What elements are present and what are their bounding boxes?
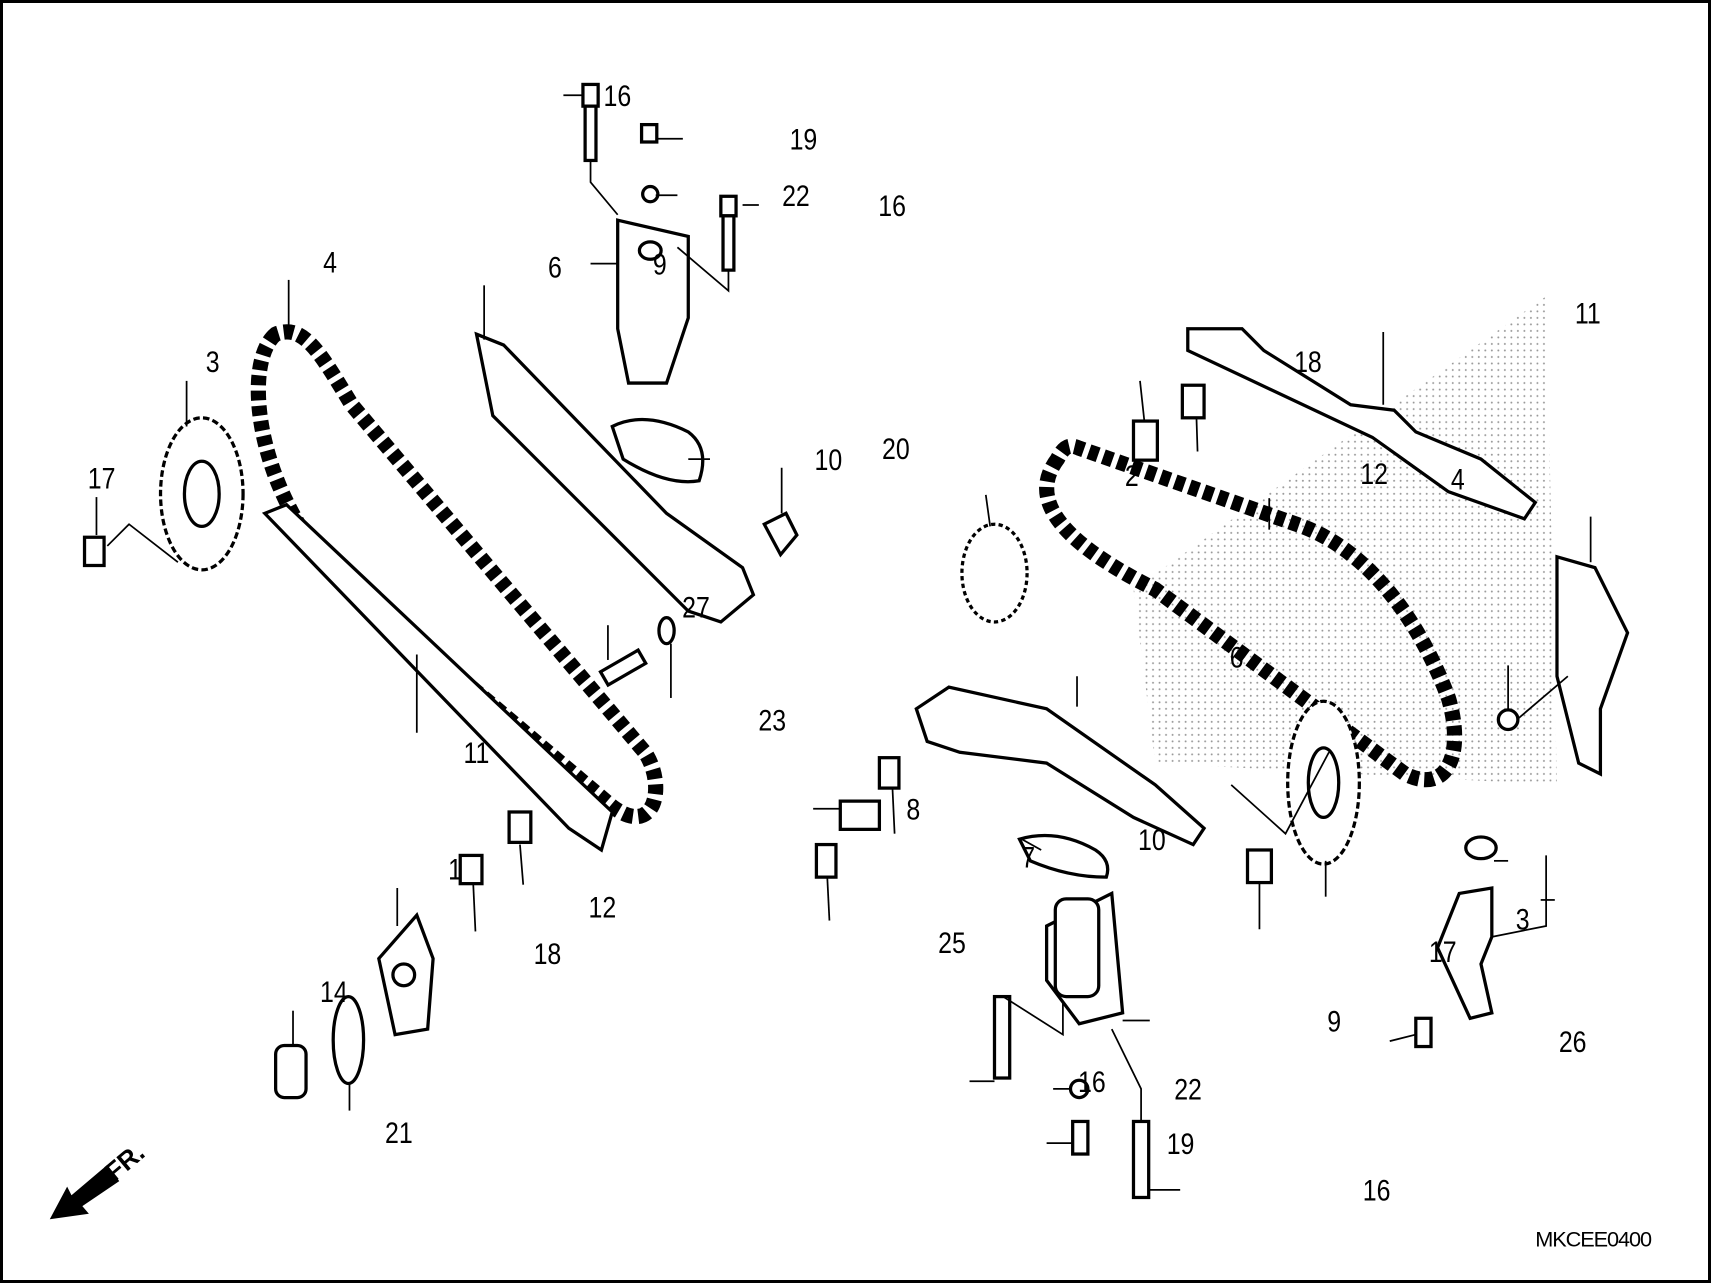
callout-label: 25 bbox=[938, 926, 966, 959]
callout-label: 10 bbox=[815, 443, 843, 476]
callout-label: 18 bbox=[1294, 345, 1322, 378]
callout-label: 7 bbox=[1021, 840, 1035, 873]
callout-label: 16 bbox=[1363, 1174, 1391, 1207]
callout-label: 3 bbox=[206, 345, 220, 378]
callout-label: 9 bbox=[653, 248, 667, 281]
callout-label: 2 bbox=[1125, 459, 1139, 492]
callout-label: 18 bbox=[534, 937, 562, 970]
callout-label: 4 bbox=[323, 245, 337, 278]
cam-sprocket-left bbox=[158, 416, 245, 572]
callout-label: 22 bbox=[1174, 1073, 1202, 1106]
callout-label: 9 bbox=[1327, 1004, 1341, 1037]
callout-label: 19 bbox=[790, 123, 818, 156]
callout-label: 3 bbox=[1516, 902, 1530, 935]
tensioner-arm-left bbox=[474, 331, 756, 624]
callout-label: 16 bbox=[604, 79, 632, 112]
callout-label: 11 bbox=[1575, 296, 1601, 329]
callout-label: 27 bbox=[682, 591, 710, 624]
callout-label: 10 bbox=[1138, 823, 1166, 856]
callout-label: 16 bbox=[878, 189, 906, 222]
bolts bbox=[82, 82, 1630, 1200]
callout-label: 6 bbox=[548, 251, 562, 284]
callout-label: 26 bbox=[1559, 1025, 1587, 1058]
callout-label: 19 bbox=[1167, 1127, 1195, 1160]
callout-label: 4 bbox=[1451, 463, 1465, 496]
callout-label: 22 bbox=[782, 179, 810, 212]
callout-label: 14 bbox=[320, 975, 348, 1008]
cam-chain-right bbox=[1039, 438, 1463, 788]
callout-label: 12 bbox=[1360, 457, 1388, 490]
leader-lines bbox=[95, 94, 1592, 1191]
shaded-area bbox=[1133, 296, 1557, 785]
callout-label: 6 bbox=[1230, 641, 1244, 674]
callout-label: 11 bbox=[463, 736, 489, 769]
callout-label: 8 bbox=[906, 793, 920, 826]
callout-label: 23 bbox=[758, 704, 786, 737]
callout-label: 21 bbox=[385, 1116, 413, 1149]
callout-label: 1 bbox=[448, 852, 462, 885]
cam-sprocket-right bbox=[1286, 699, 1361, 866]
gasket-top bbox=[610, 417, 705, 484]
chain-guide-right bbox=[1186, 327, 1538, 521]
callout-label: 17 bbox=[1429, 935, 1457, 968]
callout-label: 17 bbox=[88, 461, 116, 494]
callout-label: 20 bbox=[882, 432, 910, 465]
drawing-code: MKCEE0400 bbox=[1535, 1226, 1652, 1251]
cam-chain-diagram: 1619221694631710202723111218114211118122… bbox=[49, 79, 1653, 1251]
tensioner-arm-right bbox=[914, 685, 1207, 847]
callout-label: 16 bbox=[1078, 1065, 1106, 1098]
chain-guide-left bbox=[261, 502, 615, 853]
cam-chain-tensioner-top bbox=[616, 218, 690, 385]
front-arrow-icon bbox=[49, 1164, 120, 1220]
cam-chain-left bbox=[250, 324, 664, 825]
callout-label: 12 bbox=[589, 890, 617, 923]
